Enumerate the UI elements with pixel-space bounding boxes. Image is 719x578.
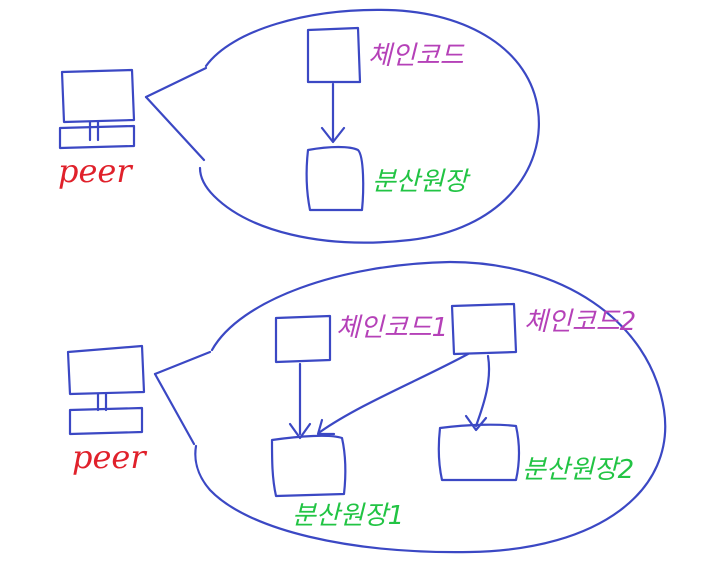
top-ledger-label: 분산원장 bbox=[372, 167, 471, 197]
bottom-chaincode2-box bbox=[450, 302, 518, 356]
bottom-chaincode2-label: 체인코드2 bbox=[524, 307, 636, 337]
top-chaincode-label: 체인코드 bbox=[368, 41, 465, 71]
bottom-arrow-cc2-ledger1-head bbox=[316, 418, 336, 436]
top-peer-stand bbox=[88, 120, 100, 142]
top-diagram: peer 체인코드 분산원장 bbox=[58, 8, 540, 244]
bottom-peer-base bbox=[68, 406, 144, 436]
bottom-chaincode1-label: 체인코드1 bbox=[336, 313, 448, 343]
bottom-peer-connector-upper bbox=[153, 350, 212, 376]
top-peer-icon bbox=[58, 68, 136, 150]
bottom-peer-bubble bbox=[194, 260, 667, 554]
bottom-arrow-cc2-ledger2-head bbox=[464, 414, 488, 432]
bottom-arrow-cc1-ledger1-head bbox=[288, 422, 312, 440]
bottom-ledger2-label: 분산원장2 bbox=[522, 455, 634, 485]
bottom-peer-stand bbox=[96, 392, 108, 412]
top-peer-label: peer bbox=[58, 152, 133, 190]
bottom-arrow-cc2-ledger2-line bbox=[474, 354, 491, 428]
top-peer-monitor bbox=[60, 68, 136, 124]
top-peer-base bbox=[58, 124, 136, 150]
bottom-ledger1-label: 분산원장1 bbox=[292, 501, 404, 531]
top-arrow-head bbox=[320, 126, 346, 144]
top-peer-bubble bbox=[198, 8, 540, 244]
bottom-peer-connector-lower bbox=[153, 372, 196, 446]
bottom-chaincode1-box bbox=[274, 314, 332, 364]
top-peer-connector-upper bbox=[144, 66, 208, 99]
bottom-peer-icon bbox=[66, 344, 146, 436]
bottom-peer-monitor bbox=[66, 344, 146, 396]
bottom-diagram: peer 체인코드1 체인코드2 분산원장1 분산원장2 bbox=[66, 260, 667, 554]
top-chaincode-box bbox=[306, 26, 362, 84]
top-ledger-box bbox=[305, 145, 365, 212]
top-peer-connector-lower bbox=[144, 95, 206, 162]
bottom-peer-label: peer bbox=[72, 438, 147, 476]
bottom-arrow-cc2-ledger1-line bbox=[318, 352, 470, 434]
bottom-ledger1-box bbox=[270, 434, 347, 498]
bottom-ledger2-box bbox=[437, 423, 521, 482]
